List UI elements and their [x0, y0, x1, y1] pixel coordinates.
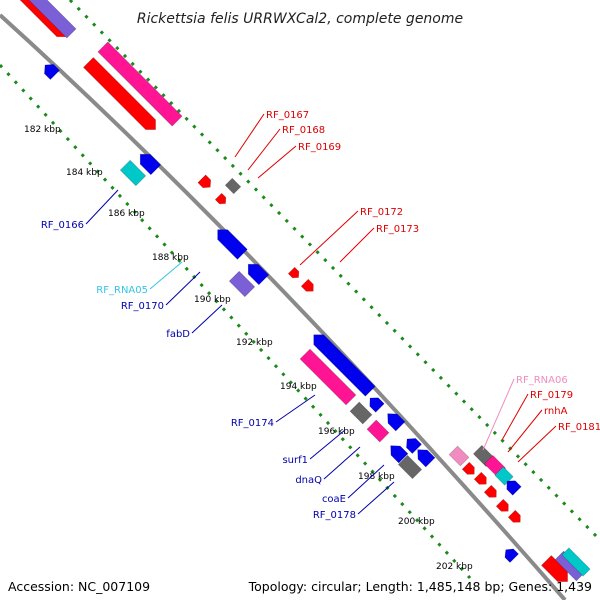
gene-label-reverse: RF_0166: [41, 220, 84, 231]
rna-feature: [448, 445, 470, 467]
cds-feature: [417, 449, 436, 468]
gene-label-forward: RF_0169: [298, 142, 341, 153]
cds-feature: [387, 413, 406, 432]
pseudo-feature: [366, 419, 390, 443]
gene-label-forward: RF_0172: [360, 207, 403, 218]
cds-feature: [197, 174, 212, 189]
topology-label: Topology: circular; Length: 1,485,148 bp…: [248, 579, 592, 594]
gene-label-reverse: fabD: [166, 329, 190, 340]
gene-label-forward: RF_RNA06: [516, 375, 568, 386]
pseudo-feature: [299, 348, 357, 406]
label-leader-line: [309, 429, 346, 460]
gene-label-forward: RF_0167: [266, 110, 309, 121]
label-leader-line: [501, 393, 529, 441]
cds-feature: [504, 548, 519, 563]
cds-feature: [483, 484, 497, 498]
cds-feature: [300, 278, 314, 292]
genome-backbone: [0, 13, 567, 600]
gene-label-forward: rnhA: [544, 406, 568, 417]
cds-feature: [217, 229, 248, 260]
cds-feature: [507, 509, 521, 523]
label-leader-line: [482, 378, 515, 451]
gene-label-forward: RF_0168: [282, 125, 325, 136]
cds-feature: [287, 266, 300, 279]
gene-label-reverse: coaE: [322, 494, 346, 505]
kbp-tick-label: 184 kbp: [66, 168, 103, 178]
other-feature: [224, 177, 242, 195]
label-leader-line: [247, 128, 281, 171]
map-title: Rickettsia felis URRWXCal2, complete gen…: [137, 11, 463, 27]
kbp-tick-label: 192 kbp: [236, 338, 273, 348]
other-feature: [349, 401, 373, 425]
cds-feature: [313, 334, 376, 397]
reverse-track-dots: [0, 63, 472, 580]
kbp-tick-label: 196 kbp: [318, 427, 355, 437]
misc-feature: [228, 270, 256, 298]
gene-label-forward: RF_0173: [376, 224, 419, 235]
cds-feature: [390, 445, 409, 464]
misc-feature: [27, 0, 77, 39]
kbp-tick-label: 202 kbp: [436, 562, 473, 572]
cds-feature: [406, 438, 422, 454]
cds-feature: [506, 480, 522, 496]
cds-feature: [44, 64, 60, 80]
pseudo-feature: [97, 41, 183, 127]
gene-label-reverse: RF_0174: [231, 418, 274, 429]
label-leader-line: [234, 113, 265, 158]
rna-feature: [119, 159, 147, 187]
gene-label-forward: RF_0181: [558, 422, 600, 433]
cds-feature: [139, 153, 162, 176]
rna-feature: [561, 547, 591, 577]
kbp-tick-label: 190 kbp: [194, 295, 231, 305]
kbp-tick-label: 188 kbp: [152, 253, 189, 263]
cds-feature: [247, 263, 270, 286]
label-leader-line: [299, 210, 359, 266]
kbp-tick-label: 182 kbp: [24, 125, 61, 135]
label-leader-line: [357, 481, 395, 515]
kbp-tick-label: 194 kbp: [280, 382, 317, 392]
gene-label-reverse: dnaQ: [295, 475, 322, 486]
cds-feature: [473, 471, 487, 485]
label-leader-line: [323, 446, 361, 480]
other-feature: [397, 454, 423, 480]
kbp-tick-label: 198 kbp: [358, 472, 395, 482]
kbp-tick-label: 200 kbp: [398, 517, 435, 527]
label-leader-line: [517, 425, 557, 463]
accession-label: Accession: NC_007109: [8, 579, 151, 594]
gene-label-forward: RF_0179: [530, 390, 573, 401]
cds-feature: [461, 461, 475, 475]
label-leader-line: [275, 394, 316, 423]
label-leader-line: [347, 464, 385, 499]
kbp-tick-label: 186 kbp: [108, 209, 145, 219]
cds-feature: [214, 192, 227, 205]
gene-label-reverse: surf1: [282, 455, 308, 466]
label-leader-line: [191, 304, 223, 334]
cds-feature: [83, 57, 156, 130]
label-leader-line: [165, 271, 201, 306]
gene-label-reverse: RF_RNA05: [96, 285, 148, 296]
gene-label-reverse: RF_0178: [313, 510, 356, 521]
label-leader-line: [85, 189, 119, 225]
cds-feature: [369, 397, 385, 413]
rna-feature: [494, 466, 514, 486]
label-leader-line: [149, 261, 183, 290]
cds-feature: [495, 498, 509, 512]
label-leader-line: [257, 145, 297, 179]
label-leader-line: [507, 409, 543, 453]
label-leader-line: [339, 227, 375, 263]
gene-label-reverse: RF_0170: [121, 301, 164, 312]
